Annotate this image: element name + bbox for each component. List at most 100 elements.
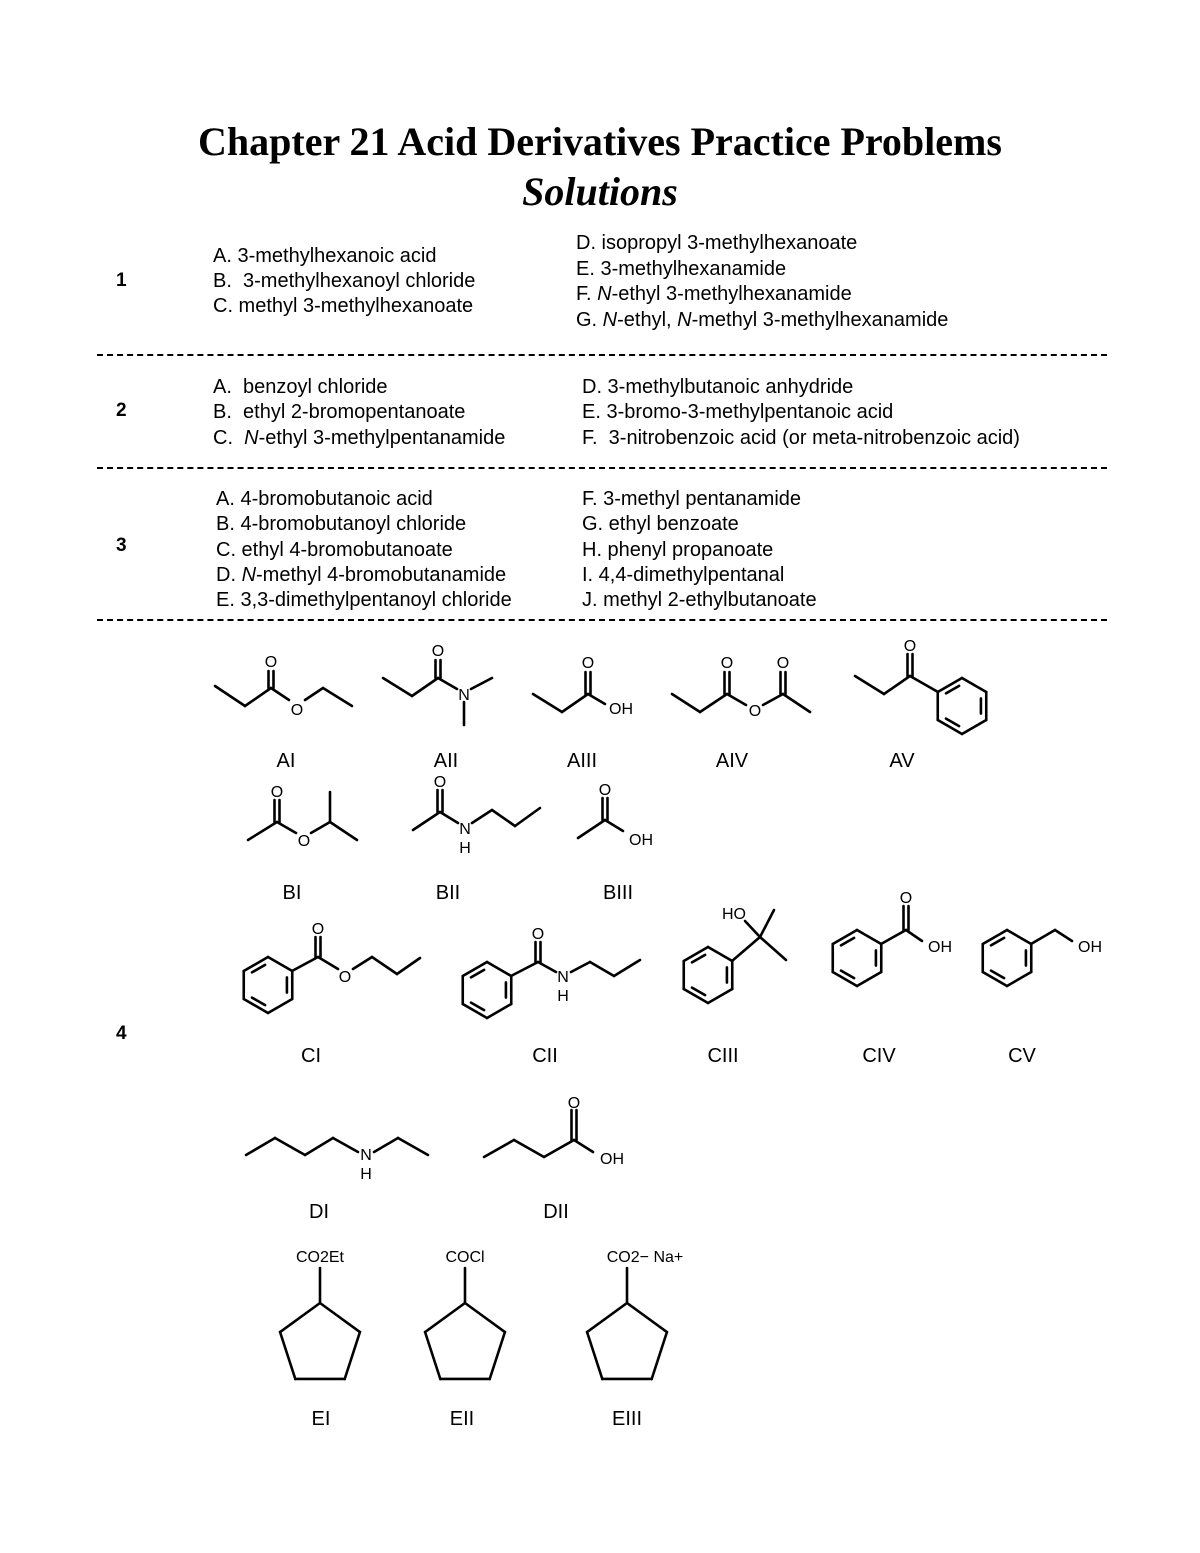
atom-label-oh: OH [609,701,633,718]
italic-n: N [677,309,692,331]
bond [839,969,856,980]
bond [781,692,812,714]
answer-text: F. 3-methyl pentanamide [582,488,802,510]
bond [461,960,489,978]
page-subtitle: Solutions [522,169,678,214]
bond [853,674,886,696]
bond [585,1301,629,1334]
answer-text: C. [213,427,245,449]
answer-item: C. ethyl 4-bromobutanoate [216,538,453,562]
atom-label-o: O [721,655,733,672]
bond [989,969,1006,980]
bond [469,676,494,691]
bond [904,928,924,943]
bond [266,997,294,1015]
compound-label: DII [543,1201,569,1223]
answer-item: G. N-ethyl, N-methyl 3-methylhexanamide [576,308,948,332]
compound-label: AV [889,750,915,772]
bond [423,1301,467,1334]
bond [1005,970,1033,988]
bond [370,955,399,976]
bond [603,818,625,833]
bond [981,970,1009,988]
bond [698,692,729,714]
bond [882,674,912,696]
bond [411,810,442,832]
bond [682,987,710,1005]
compound-label: CII [532,1045,558,1067]
atom-label-o: O [777,655,789,672]
answer-text: B. 3-methylhexanoyl chloride [213,270,476,292]
answer-text: C. methyl 3-methylhexanoate [213,295,474,317]
bond [1005,928,1033,946]
atom-label-oh: OH [600,1151,624,1168]
bond [513,806,542,828]
answer-item: B. 3-methylhexanoyl chloride [213,269,475,293]
bond [944,717,961,728]
bond [266,955,294,973]
bond [831,928,859,946]
answer-text: E. 3,3-dimethylpentanoyl chloride [216,589,512,611]
atom-label-o: O [291,702,303,719]
bond [485,1002,513,1020]
bond [343,1330,362,1381]
atom-label-o: O [271,784,283,801]
answer-item: H. phenyl propanoate [582,538,773,562]
bond [536,960,558,974]
atom-label-o: O [339,969,351,986]
bond [469,968,486,979]
bond [321,686,354,708]
bond [981,928,1009,946]
page-title: Chapter 21 Acid Derivatives Practice Pro… [198,119,1002,164]
bond [569,960,592,974]
atom-label-n: N [459,821,471,838]
answer-text: -methyl 4-bromobutanamide [256,564,507,586]
bond [463,1301,507,1334]
answer-item: E. 3,3-dimethylpentanoyl chloride [216,588,512,612]
answer-text: D. [216,564,242,586]
bond [318,1301,362,1334]
answer-item: D. 3-methylbutanoic anhydride [582,375,853,399]
bond [572,1138,595,1154]
bond [612,958,642,978]
atom-label-o: O [900,890,912,907]
answer-text: G. ethyl benzoate [582,513,739,535]
answer-text: A. 4-bromobutanoic acid [216,488,433,510]
bond [690,986,707,997]
bond [244,1136,277,1157]
bond [960,676,988,694]
answer-item: A. 3-methylhexanoic acid [213,244,436,268]
bond [328,820,359,842]
compound-label: EI [312,1408,331,1430]
bond [243,686,273,708]
atom-label-h: H [459,840,471,857]
answer-item: C. methyl 3-methylhexanoate [213,294,473,318]
bond [461,1002,489,1020]
bond [213,684,247,708]
bond [682,945,710,963]
bond [482,1138,516,1159]
italic-n: N [597,283,612,305]
answer-text: F. [576,283,598,305]
answer-text: -ethyl 3-methylhexanamide [611,283,852,305]
atom-label-o: O [434,774,446,791]
answer-text: A. 3-methylhexanoic acid [213,245,437,267]
answer-item: C. N-ethyl 3-methylpentanamide [213,426,505,450]
bond [303,1136,335,1157]
bond [588,960,616,978]
answer-item: F. N-ethyl 3-methylhexanamide [576,282,852,306]
bond [469,1001,486,1012]
bond [316,955,340,971]
bond [488,1330,507,1381]
italic-n: N [241,564,257,586]
answer-text: -ethyl, [617,309,678,331]
dashed-divider [97,619,1107,621]
bond [960,718,988,736]
bond [485,960,513,978]
bond [269,686,291,702]
bond [989,936,1006,947]
bond [725,692,748,707]
bond [936,718,964,736]
bond [470,808,494,825]
bond [542,1138,576,1159]
